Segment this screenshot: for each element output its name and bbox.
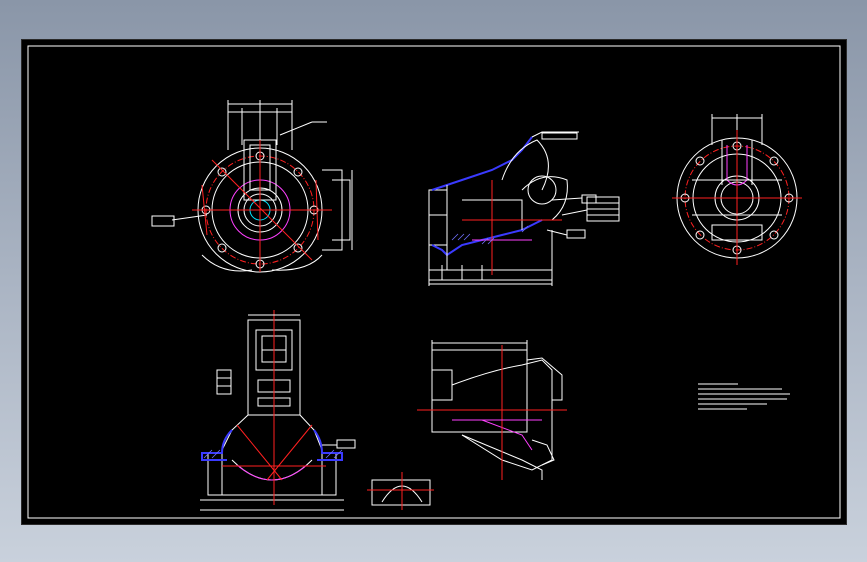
bottom-middle-side-view: [417, 340, 567, 480]
top-middle-side-section: [428, 131, 620, 286]
drawing-sheet: [21, 39, 847, 525]
bottom-left-section-view: [200, 310, 356, 511]
top-right-end-view: [672, 114, 802, 265]
frame-border: [27, 45, 841, 519]
cad-drawing: [27, 45, 841, 519]
technical-notes-block: [698, 383, 790, 410]
bottom-detail-view: [367, 472, 434, 510]
top-left-front-view: [151, 100, 353, 273]
